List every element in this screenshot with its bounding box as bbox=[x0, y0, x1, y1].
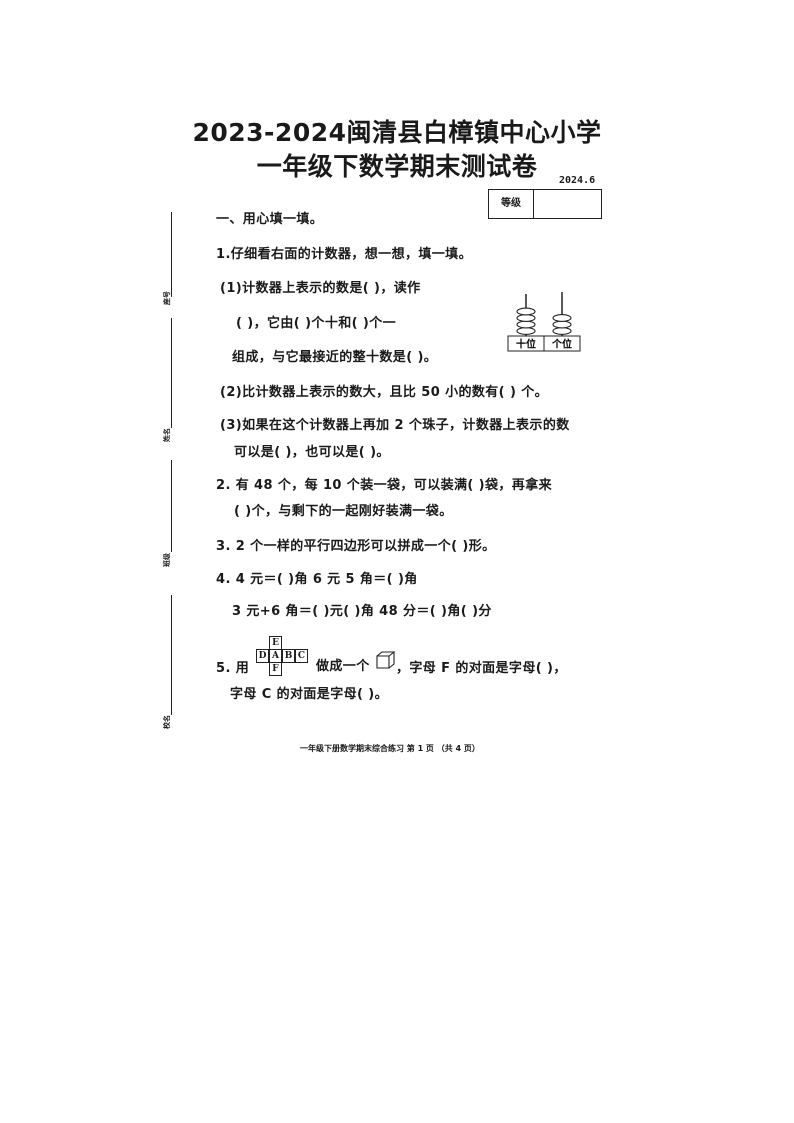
page-footer: 一年级下册数学期末综合练习 第 1 页 （共 4 页） bbox=[300, 744, 480, 753]
tens-label: 十位 bbox=[516, 338, 536, 351]
q2-line1: 2. 有 48 个，每 10 个装一袋，可以装满( )袋，再拿来 bbox=[216, 478, 553, 493]
class-label: 班级 bbox=[163, 553, 171, 567]
q1-1-line1: (1)计数器上表示的数是( )，读作 bbox=[220, 281, 421, 296]
ones-label: 个位 bbox=[551, 338, 572, 351]
tens-bead bbox=[516, 327, 536, 335]
q5-mid: 做成一个 bbox=[316, 659, 370, 674]
ones-bead bbox=[552, 320, 572, 329]
net-cell: C bbox=[295, 649, 308, 663]
net-cell: B bbox=[282, 649, 295, 663]
school-label: 校名 bbox=[163, 715, 171, 729]
class-line bbox=[171, 460, 172, 552]
net-cell: D bbox=[256, 649, 269, 663]
name-line bbox=[171, 318, 172, 428]
abacus-figure: 十位 个位 bbox=[507, 292, 581, 352]
q4-line1: 4. 4 元＝( )角 6 元 5 角＝( )角 bbox=[216, 572, 418, 587]
q1-1-line2: ( )，它由( )个十和( )个一 bbox=[236, 316, 397, 331]
net-cell-top: E bbox=[269, 636, 282, 650]
ones-bead bbox=[552, 314, 572, 322]
q1-1-line3: 组成，与它最接近的整十数是( )。 bbox=[232, 350, 438, 365]
net-cell-bottom: F bbox=[269, 662, 282, 676]
q1-3-line1: (3)如果在这个计数器上再加 2 个珠子，计数器上表示的数 bbox=[220, 418, 570, 433]
q4-line2: 3 元+6 角＝( )元( )角 48 分＝( )角( )分 bbox=[232, 604, 492, 619]
cube-icon bbox=[376, 651, 396, 669]
page-title-line2: 一年级下数学期末测试卷 bbox=[256, 152, 538, 181]
q5-prefix: 5. 用 bbox=[216, 661, 250, 676]
q1-2: (2)比计数器上表示的数大，且比 50 小的数有( ) 个。 bbox=[220, 385, 549, 400]
school-line bbox=[171, 595, 172, 715]
seat-label: 座号 bbox=[163, 291, 171, 305]
page-title-line1: 2023-2024闽清县白樟镇中心小学 bbox=[192, 118, 602, 147]
q2-line2: ( )个，与剩下的一起刚好装满一袋。 bbox=[234, 504, 453, 519]
seat-line bbox=[171, 212, 172, 297]
section-heading: 一、用心填一填。 bbox=[216, 212, 324, 227]
q1-intro: 1.仔细看右面的计数器，想一想，填一填。 bbox=[216, 247, 472, 262]
q5-line2: 字母 C 的对面是字母( )。 bbox=[230, 687, 389, 702]
net-cell: A bbox=[269, 649, 282, 663]
grade-label: 等级 bbox=[489, 190, 534, 218]
q5-rest: ，字母 F 的对面是字母( )， bbox=[396, 661, 567, 676]
tens-bead bbox=[516, 307, 536, 316]
tens-bead bbox=[516, 320, 536, 329]
tens-bead bbox=[516, 314, 536, 322]
grade-box: 等级 bbox=[488, 189, 602, 219]
cube-net: E D A B C F bbox=[256, 636, 308, 676]
q3: 3. 2 个一样的平行四边形可以拼成一个( )形。 bbox=[216, 539, 496, 554]
name-label: 姓名 bbox=[163, 428, 171, 442]
ones-bead bbox=[552, 327, 572, 335]
exam-date: 2024.6 bbox=[559, 175, 596, 186]
grade-value[interactable] bbox=[534, 190, 600, 218]
q1-3-line2: 可以是( )，也可以是( )。 bbox=[234, 445, 390, 460]
